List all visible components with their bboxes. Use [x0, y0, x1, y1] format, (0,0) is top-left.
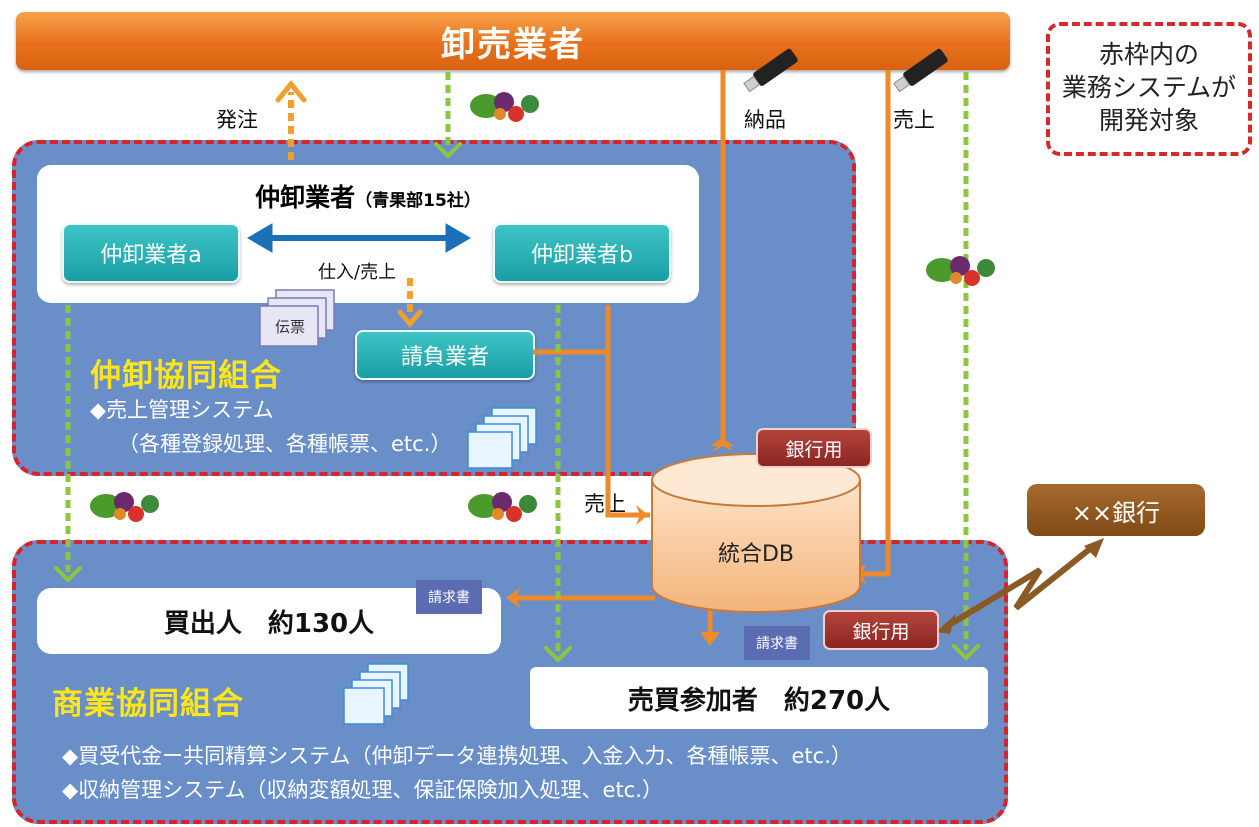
order-label: 発注	[216, 108, 258, 132]
wholesaler-b-box: 仲卸業者b	[493, 223, 671, 283]
nakaoroshi-coop-title: 仲卸協同組合	[90, 358, 282, 394]
bank-box: ××銀行	[1027, 484, 1205, 536]
wholesaler-bar: 卸売業者	[16, 12, 1010, 70]
traders-card: 売買参加者 約270人	[530, 667, 988, 729]
sales-line	[855, 70, 891, 577]
buyers-card: 買出人 約130人	[37, 588, 501, 654]
db-label: 統合DB	[717, 542, 795, 567]
nakaoroshi-heading: 仲卸業者（青果部15社）	[37, 178, 699, 214]
delivery-label: 納品	[744, 108, 786, 132]
slip-label: 伝票	[274, 318, 305, 336]
nakaoroshi-coop-system-2: （各種登録処理、各種帳票、etc.）	[118, 432, 452, 456]
wholesaler-a-box: 仲卸業者a	[62, 223, 240, 283]
bank-tag-top: 銀行用	[756, 428, 872, 468]
note-line-1: 赤枠内の	[1098, 40, 1199, 69]
trade-label: 仕入/売上	[318, 262, 397, 283]
bank-tag-bottom: 銀行用	[823, 610, 939, 650]
commerce-coop-system-1: ◆買受代金ー共同精算システム（仲卸データ連携処理、入金入力、各種帳票、etc.）	[62, 744, 852, 768]
buyers-invoice: 請求書	[416, 580, 482, 614]
sales-label-top: 売上	[893, 108, 935, 132]
contractor-box: 請負業者	[355, 330, 535, 380]
note-line-2: 業務システムが	[1061, 73, 1237, 102]
sales-label-db: 売上	[584, 492, 626, 516]
nakaoroshi-coop-system-1: ◆売上管理システム	[90, 398, 274, 422]
nakaoroshi-subtitle: （青果部15社）	[355, 191, 481, 211]
note-line-3: 開発対象	[1098, 106, 1199, 135]
traders-invoice: 請求書	[744, 626, 810, 660]
commerce-coop-system-2: ◆収納管理システム（収納変額処理、保証保険加入処理、etc.）	[62, 778, 663, 802]
nakaoroshi-title: 仲卸業者	[255, 183, 356, 212]
commerce-coop-title: 商業協同組合	[52, 686, 244, 722]
scope-note: 赤枠内の 業務システムが 開発対象	[1046, 22, 1252, 156]
